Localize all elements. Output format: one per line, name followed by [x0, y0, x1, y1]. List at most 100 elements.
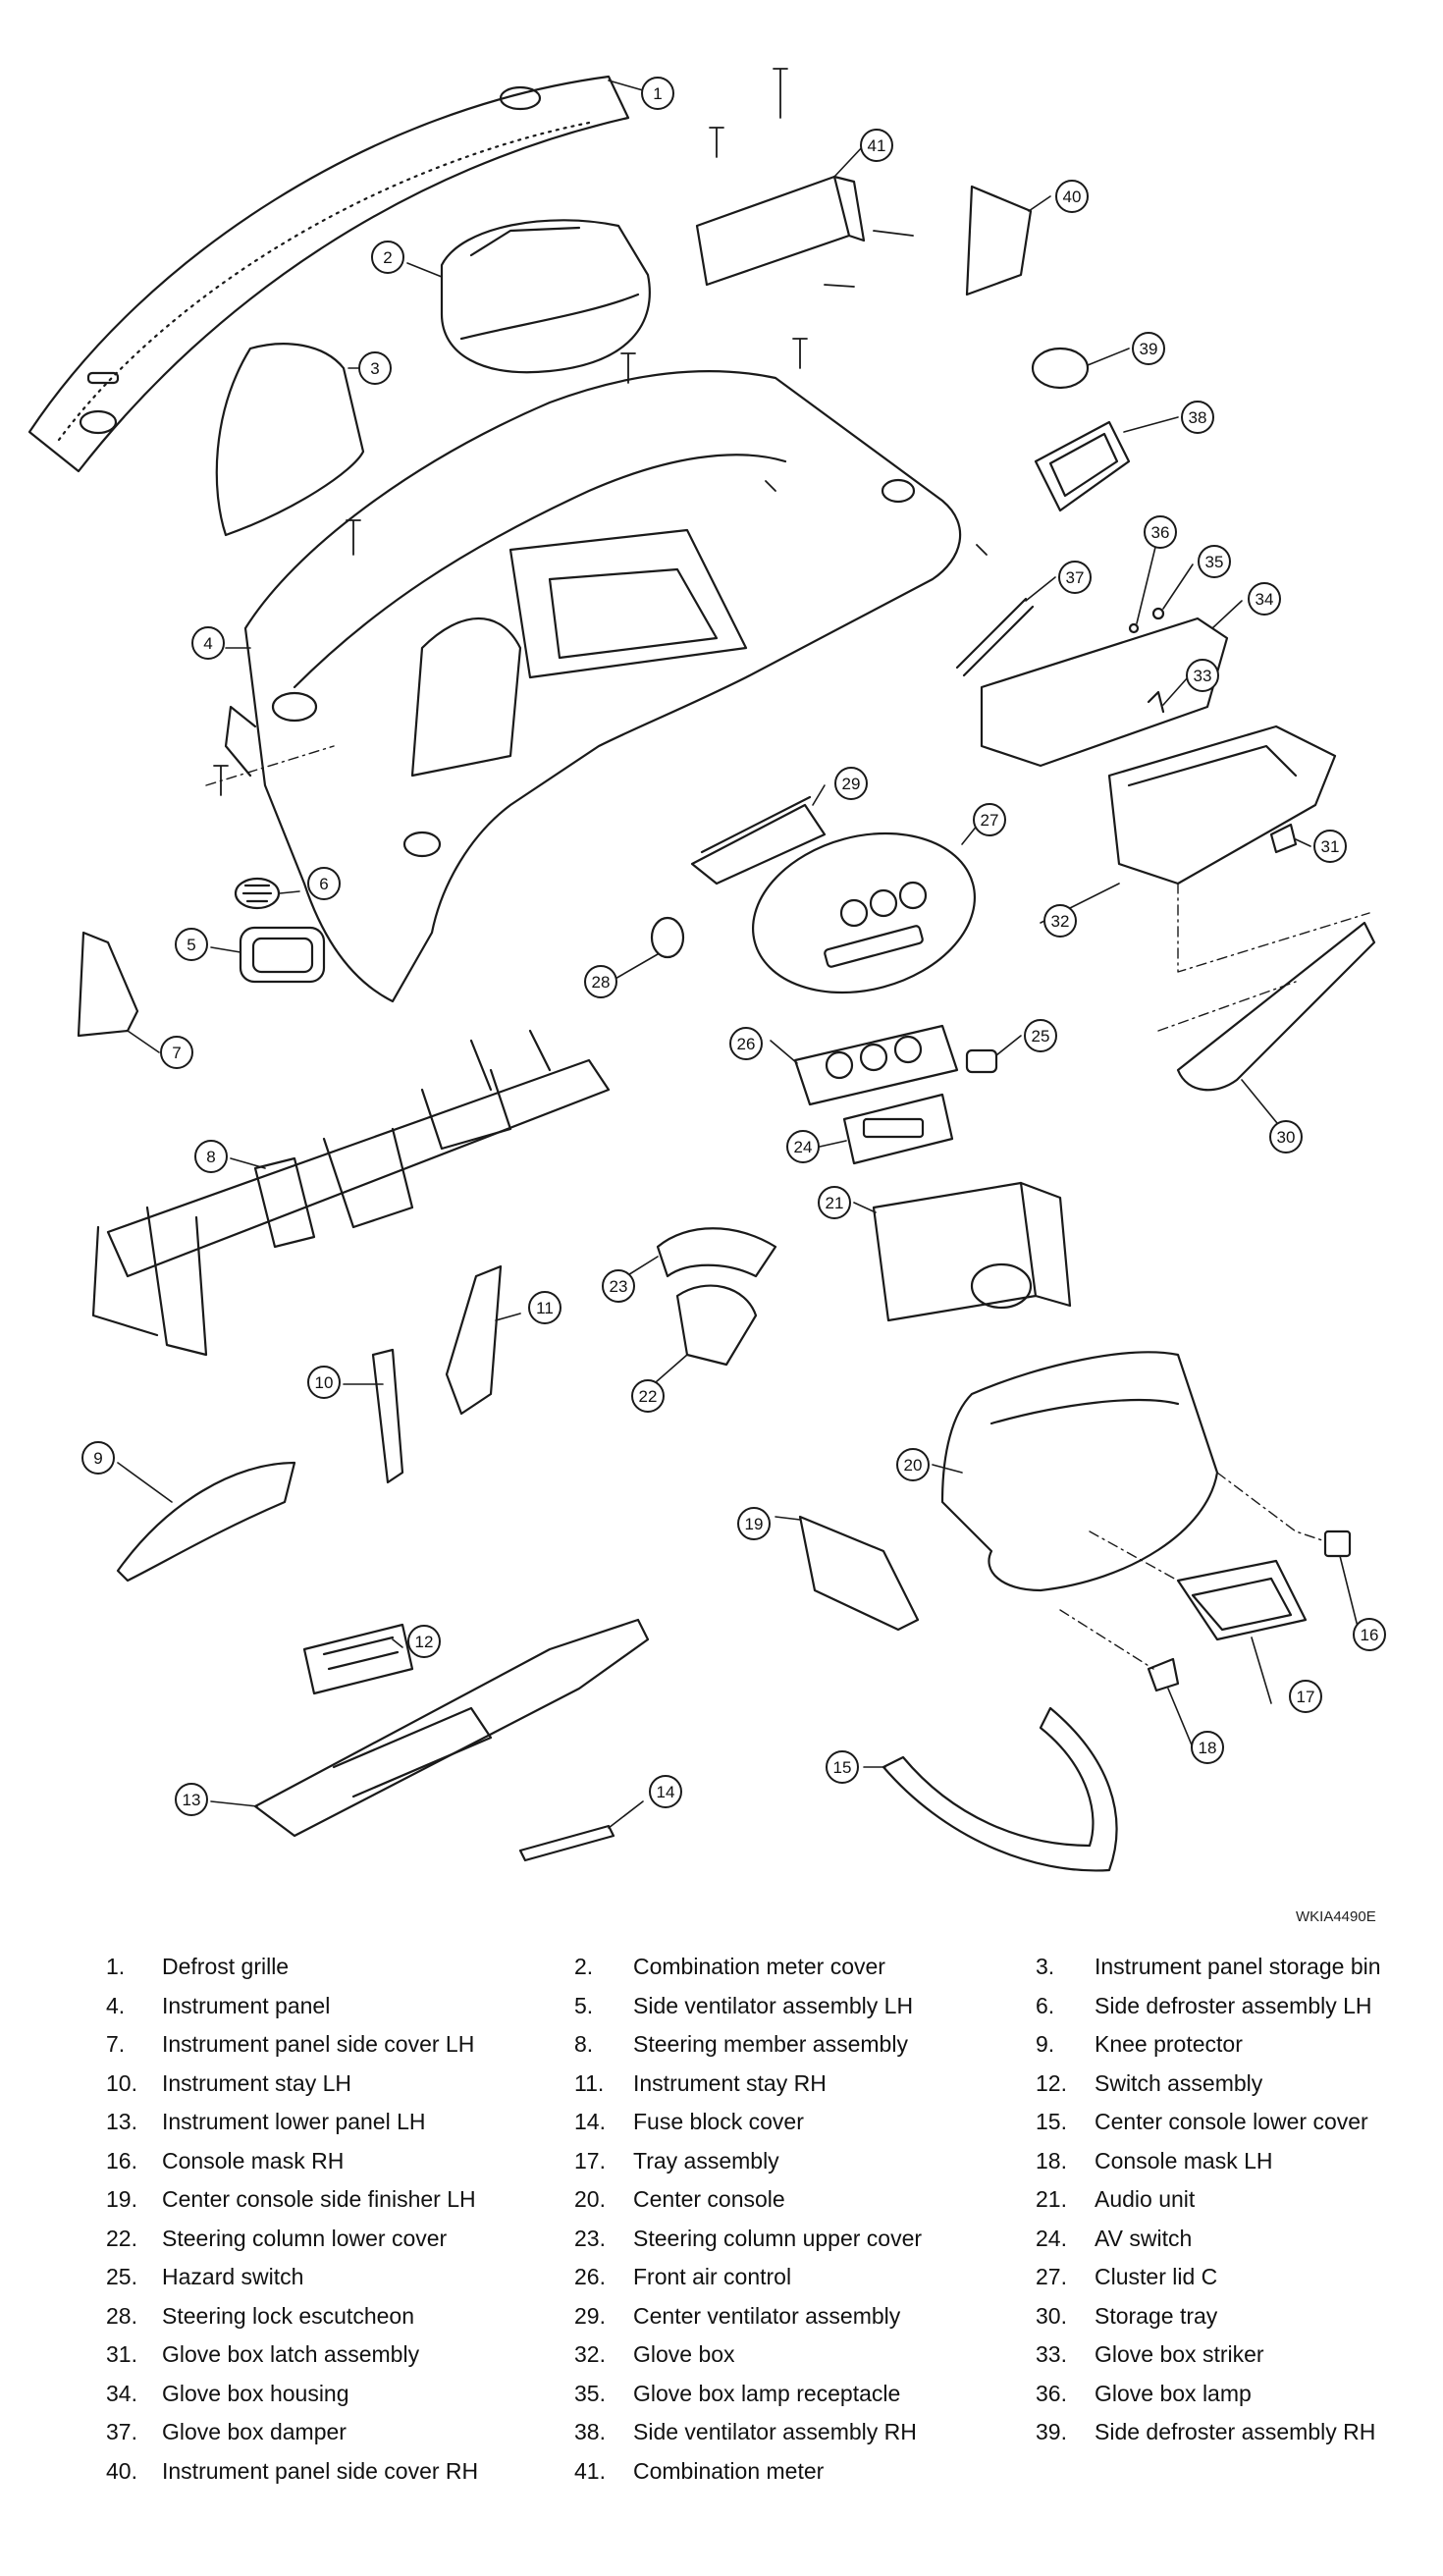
legend-number: 26.	[574, 2264, 606, 2289]
legend-number: 5.	[574, 1992, 594, 2018]
callout-33: 33	[1186, 659, 1219, 692]
side-defroster-lh-drawing	[234, 877, 281, 910]
combination-meter-cover-drawing	[440, 219, 651, 374]
legend-number: 22.	[106, 2225, 137, 2251]
legend-label: Steering lock escutcheon	[162, 2302, 414, 2329]
legend-number: 28.	[106, 2302, 137, 2329]
legend-number: 38.	[574, 2419, 606, 2444]
legend-number: 15.	[1036, 2109, 1067, 2134]
steering-member-drawing	[91, 1029, 611, 1357]
callout-circle	[860, 129, 893, 162]
callout-number: 5	[187, 936, 195, 954]
legend-label: Knee protector	[1095, 2031, 1243, 2057]
legend-label: Instrument panel	[162, 1992, 331, 2018]
callout-circle	[1181, 401, 1214, 434]
callout-circle	[175, 928, 208, 961]
callout-number: 36	[1151, 523, 1170, 542]
legend-number: 16.	[106, 2147, 137, 2174]
legend-number: 27.	[1036, 2264, 1067, 2289]
callout-circle	[1248, 582, 1281, 616]
parts-illustration: 1234567891011121314151617181920212223242…	[27, 68, 1386, 1872]
callout-number: 20	[904, 1456, 923, 1475]
instrument-stay-lh-drawing	[371, 1348, 404, 1484]
side-ventilator-rh-drawing	[1034, 420, 1131, 512]
legend-label: Front air control	[633, 2264, 792, 2289]
legend-number: 41.	[574, 2457, 606, 2484]
legend-number: 30.	[1036, 2302, 1067, 2329]
callout-number: 34	[1256, 590, 1274, 609]
legend-number: 8.	[574, 2031, 594, 2057]
glove-box-drawing	[1107, 724, 1337, 886]
legend-label: Combination meter cover	[633, 1954, 885, 1979]
instrument-lower-panel-lh-drawing	[253, 1618, 650, 1838]
callout-number: 38	[1189, 408, 1207, 427]
legend-number: 21.	[1036, 2186, 1067, 2212]
side-ventilator-lh-drawing	[239, 926, 326, 984]
callout-number: 3	[370, 359, 379, 378]
defrost-grille-drawing	[27, 75, 630, 473]
callout-17: 17	[1289, 1680, 1322, 1713]
legend-label: Glove box	[633, 2341, 735, 2367]
callout-circle	[307, 1366, 341, 1399]
legend-label: Center console lower cover	[1095, 2109, 1368, 2134]
legend-number: 20.	[574, 2186, 606, 2212]
callout-circle	[407, 1625, 441, 1658]
legend-number: 40.	[106, 2457, 137, 2484]
callout-number: 29	[842, 775, 861, 793]
tray-assembly-drawing	[1176, 1559, 1308, 1641]
callout-circle	[1191, 1731, 1224, 1764]
callout-number: 12	[415, 1633, 434, 1651]
instrument-panel-drawing	[224, 370, 962, 1003]
callout-number: 2	[383, 248, 392, 267]
callout-number: 24	[794, 1138, 813, 1156]
callout-circle	[1043, 904, 1077, 938]
side-cover-lh-drawing	[77, 931, 139, 1038]
reference-code: WKIA4490E	[1296, 1908, 1376, 1925]
callout-14: 14	[649, 1775, 682, 1808]
callout-1: 1	[641, 77, 674, 110]
legend-label: Hazard switch	[162, 2264, 304, 2289]
callout-circle	[1186, 659, 1219, 692]
center-console-lower-cover-drawing	[882, 1706, 1118, 1872]
callout-circle	[1058, 561, 1092, 594]
callout-number: 21	[826, 1194, 844, 1212]
callout-number: 41	[868, 136, 886, 155]
callout-number: 40	[1063, 188, 1082, 206]
center-console-drawing	[940, 1351, 1219, 1592]
legend-number: 3.	[1036, 1954, 1055, 1979]
legend-number: 24.	[1036, 2225, 1067, 2251]
legend-number: 33.	[1036, 2341, 1067, 2367]
callout-number: 31	[1321, 837, 1340, 856]
callout-circle	[1055, 180, 1089, 213]
legend-number: 39.	[1036, 2419, 1067, 2444]
callout-number: 4	[203, 634, 212, 653]
legend-label: Defrost grille	[162, 1954, 290, 1979]
legend-number: 1.	[106, 1954, 126, 1979]
legend-number: 13.	[106, 2109, 137, 2134]
callout-circle	[834, 767, 868, 800]
legend-number: 10.	[106, 2069, 137, 2096]
callout-circle	[641, 77, 674, 110]
steering-lock-escutcheon-drawing	[650, 916, 685, 959]
front-air-control-drawing	[793, 1024, 959, 1106]
callout-number: 15	[833, 1758, 852, 1777]
callout-number: 35	[1205, 553, 1224, 571]
callout-number: 16	[1361, 1626, 1379, 1644]
center-ventilator-drawing	[690, 795, 827, 886]
legend-number: 6.	[1036, 1992, 1055, 2018]
callout-number: 33	[1194, 667, 1212, 685]
callout-6: 6	[307, 867, 341, 900]
callout-31: 31	[1313, 830, 1347, 863]
glove-box-striker-drawing	[1147, 690, 1165, 714]
legend-label: Instrument lower panel LH	[162, 2109, 426, 2134]
callout-circle	[194, 1140, 228, 1173]
callout-24: 24	[786, 1130, 820, 1163]
callout-number: 8	[206, 1148, 215, 1166]
callout-circle	[160, 1036, 193, 1069]
callout-number: 17	[1297, 1688, 1315, 1706]
legend-label: Glove box damper	[162, 2419, 347, 2444]
side-cover-rh-drawing	[965, 185, 1033, 296]
legend-label: Instrument stay LH	[162, 2069, 352, 2096]
legend-label: Instrument panel side cover LH	[162, 2031, 475, 2057]
